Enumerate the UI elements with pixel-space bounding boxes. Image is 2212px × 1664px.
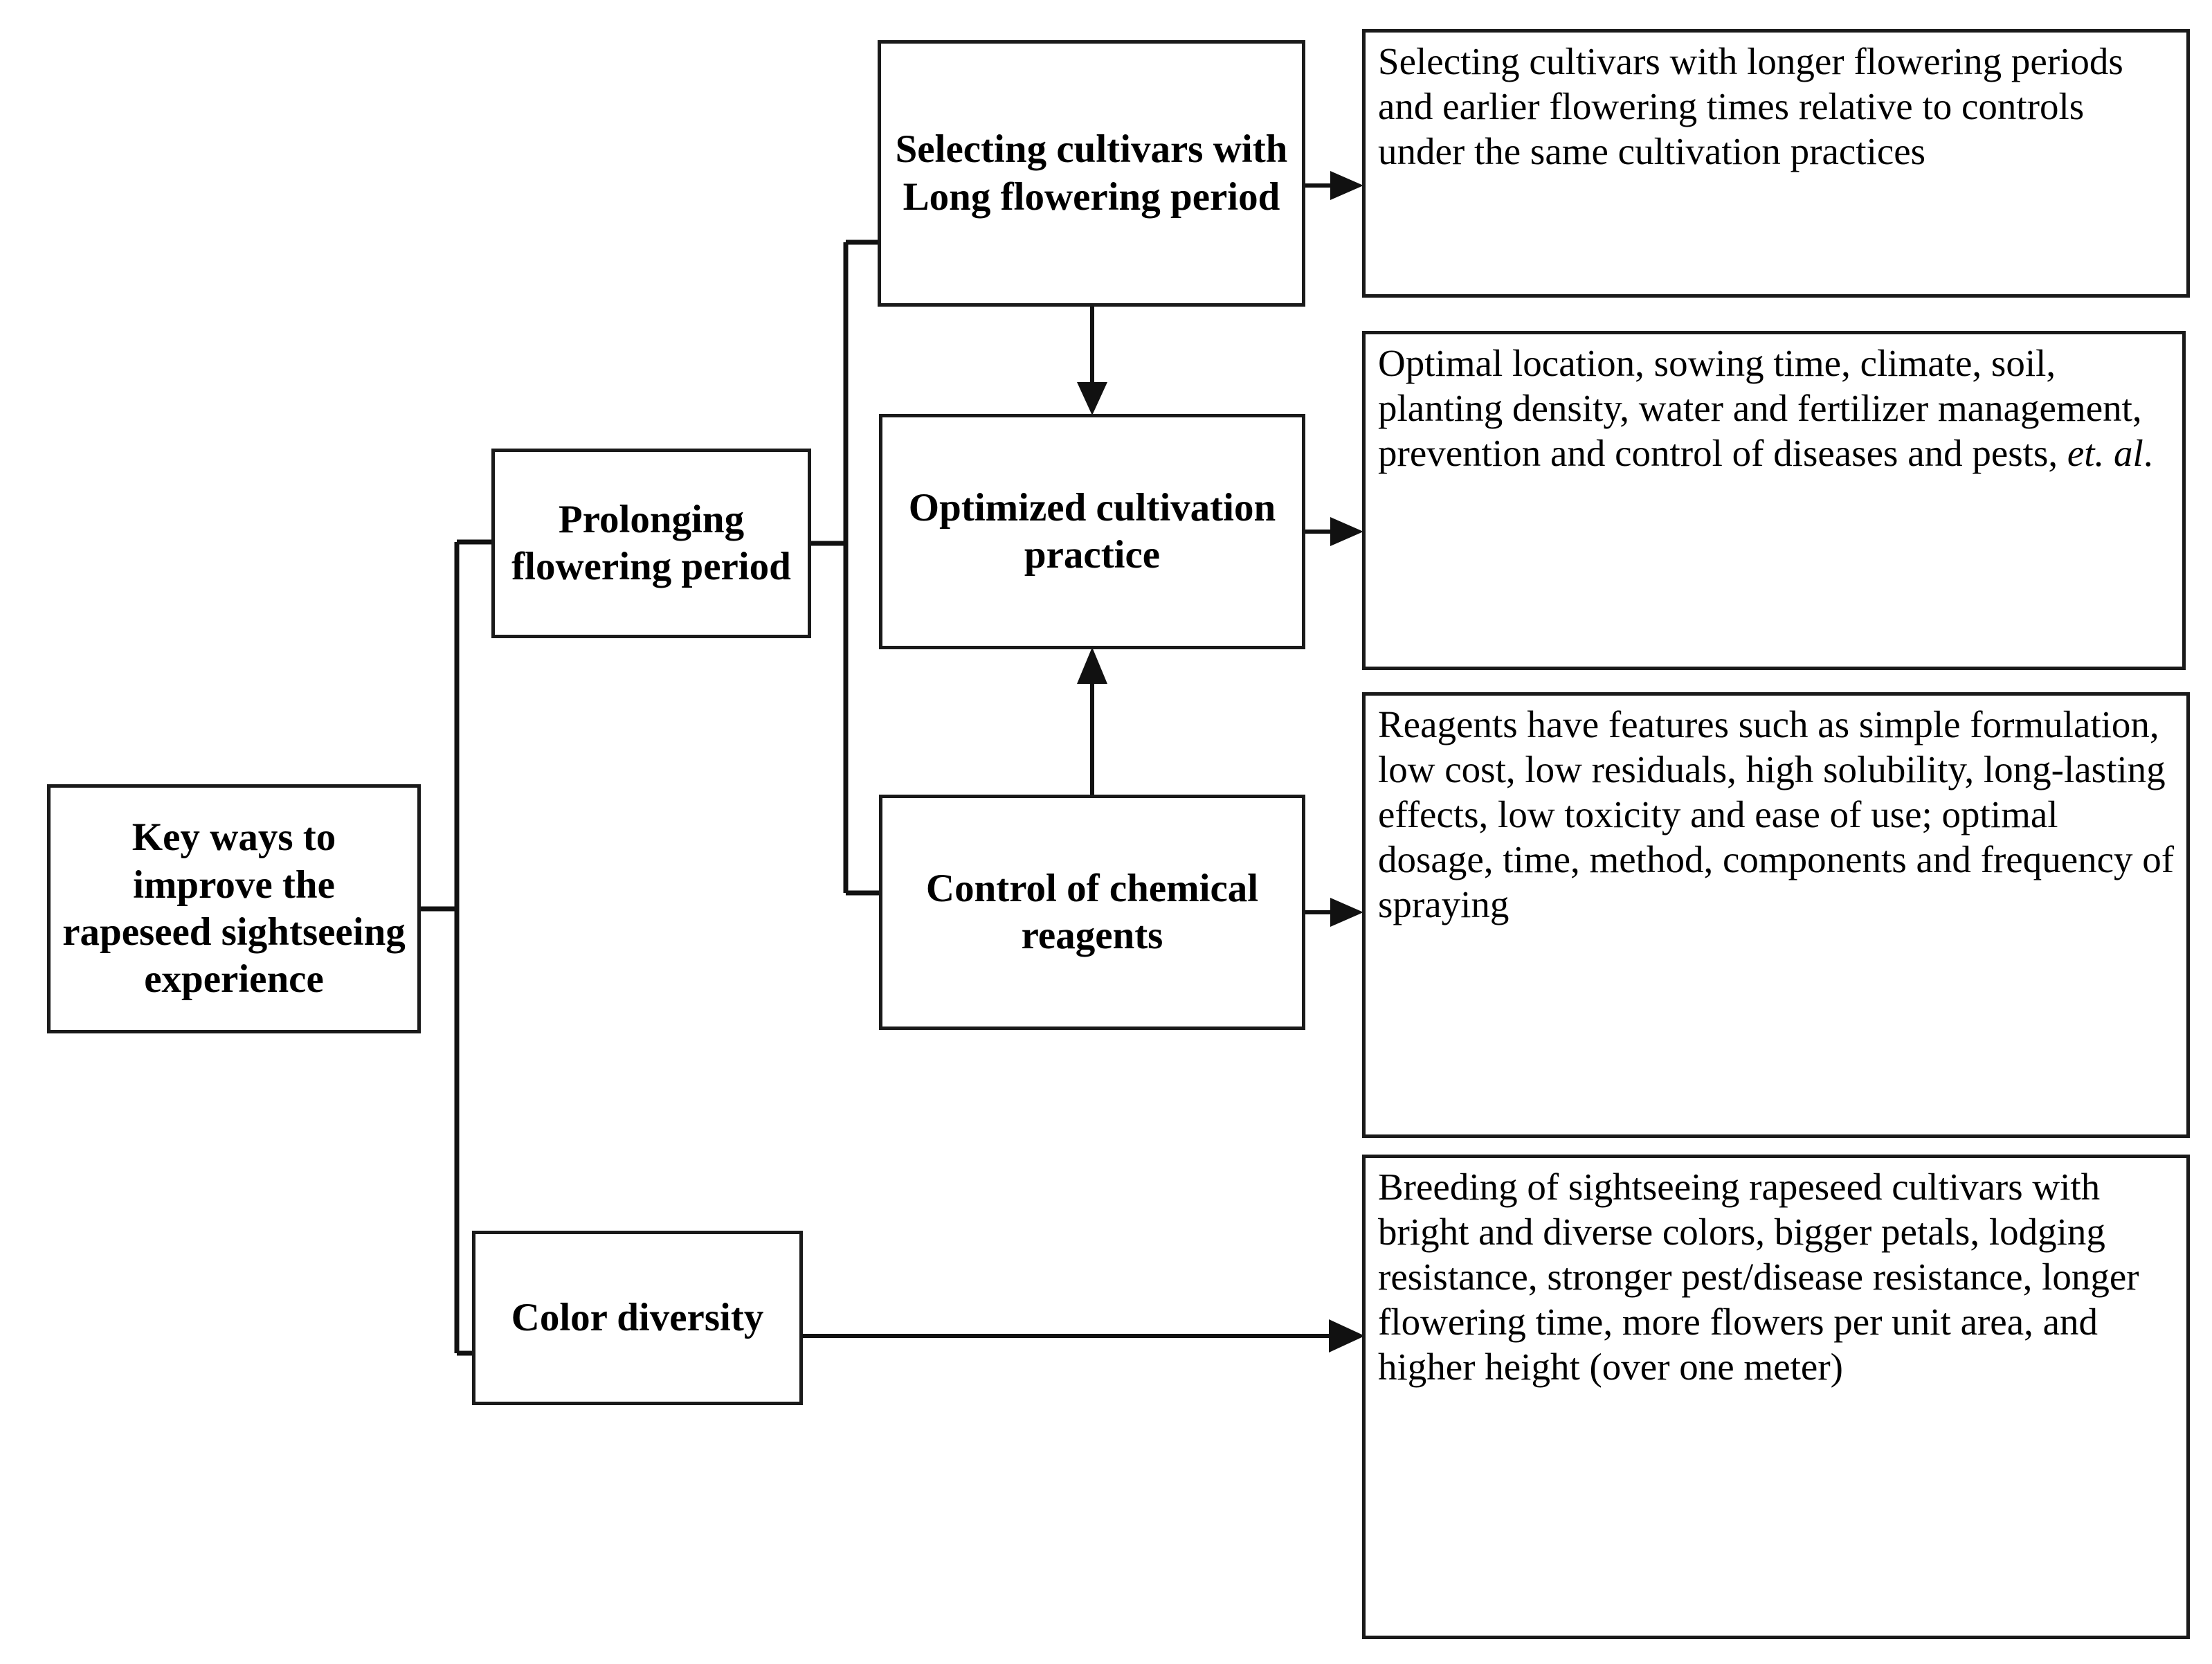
node-prolonging-flowering-period[interactable]: Prolonging flowering period <box>491 449 811 638</box>
desc-cultivation-practice: Optimal location, sowing time, climate, … <box>1362 331 2186 670</box>
color-to-description-arrow <box>803 1319 1365 1353</box>
prolonging-bracket <box>811 239 880 896</box>
desc-chemical-reagents: Reagents have features such as simple fo… <box>1362 692 2190 1138</box>
selecting-to-description-arrow <box>1305 171 1363 200</box>
desc-selecting-cultivars: Selecting cultivars with longer flowerin… <box>1362 29 2190 298</box>
desc-cultivation-text-tail: . <box>2143 431 2153 474</box>
node-control-of-chemical-reagents[interactable]: Control of chemical reagents <box>879 795 1305 1030</box>
node-optimized-cultivation-practice[interactable]: Optimized cultivation practice <box>879 414 1305 649</box>
cultivation-to-description-arrow <box>1305 517 1363 546</box>
reagents-to-description-arrow <box>1305 898 1363 927</box>
node-root[interactable]: Key ways to improve the rapeseed sightse… <box>47 784 421 1033</box>
selecting-to-cultivation-arrow <box>1077 307 1107 415</box>
desc-cultivation-italic: et. al <box>2067 431 2143 474</box>
desc-breeding: Breeding of sightseeing rapeseed cultiva… <box>1362 1155 2190 1639</box>
node-color-diversity[interactable]: Color diversity <box>472 1231 803 1405</box>
reagents-to-cultivation-arrow <box>1077 647 1107 796</box>
desc-cultivation-text: Optimal location, sowing time, climate, … <box>1378 342 2142 474</box>
node-selecting-cultivars[interactable]: Selecting cultivars with Long flowering … <box>878 40 1305 307</box>
